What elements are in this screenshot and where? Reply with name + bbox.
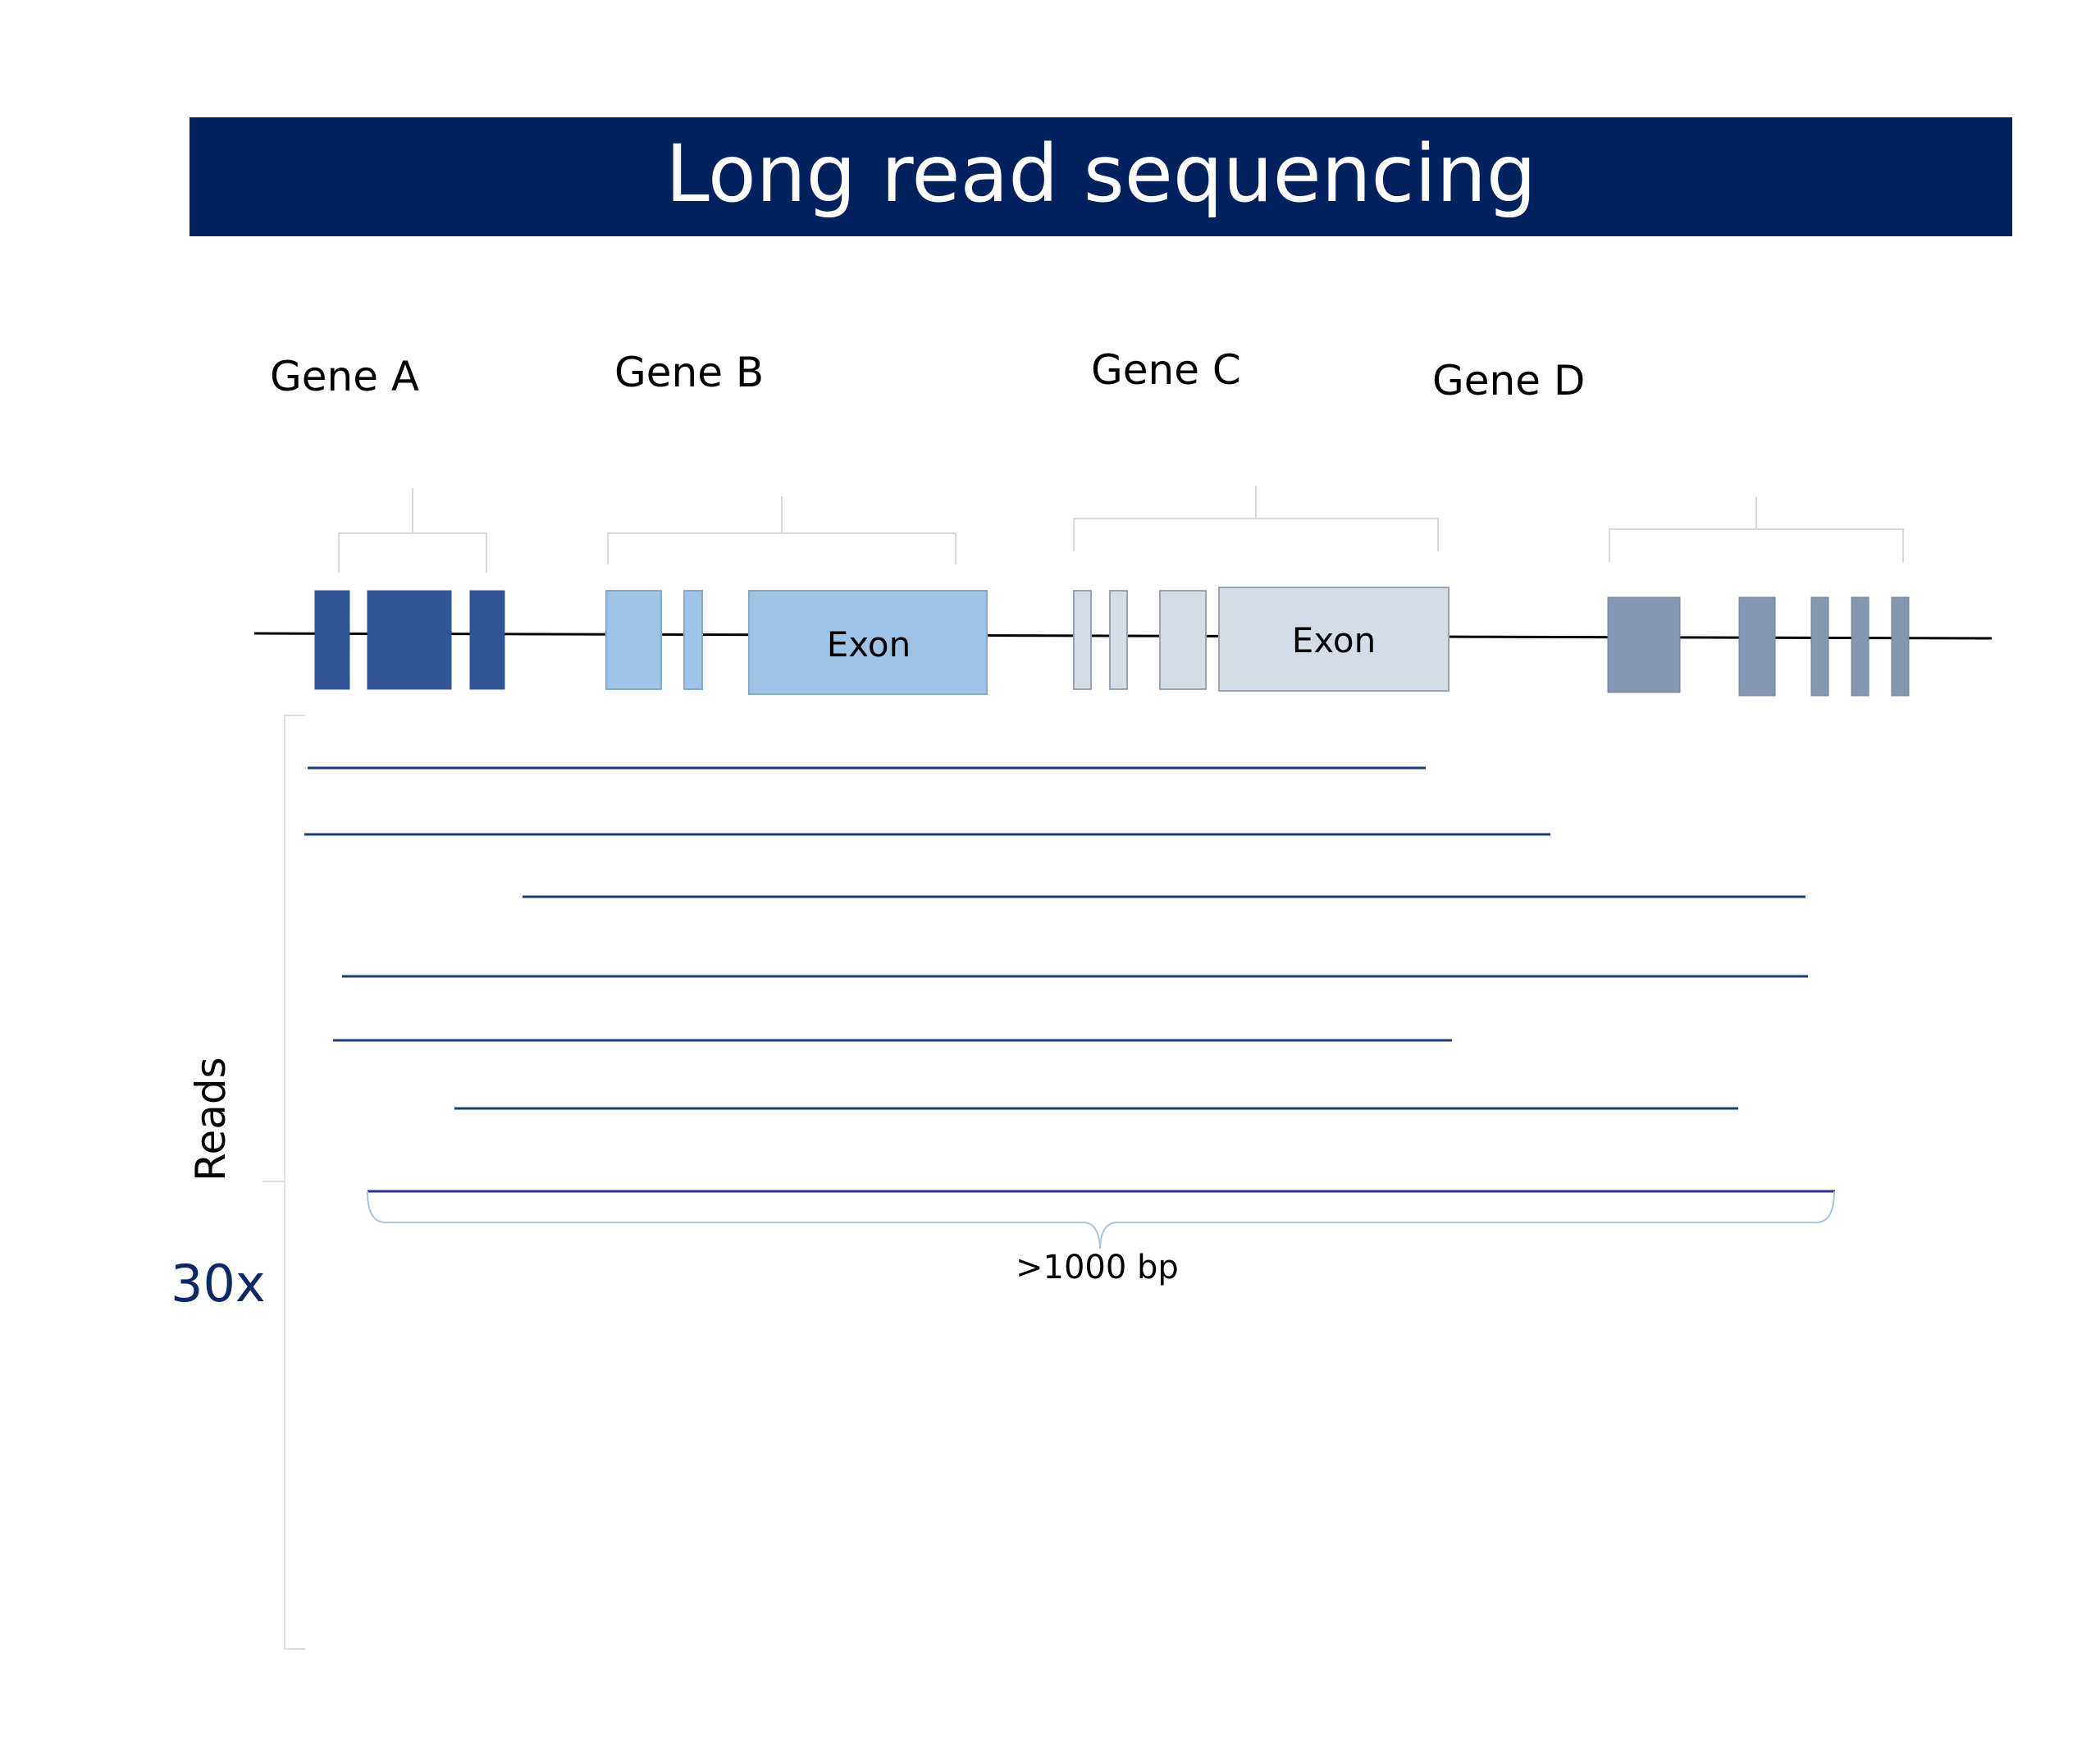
gene-d-exons bbox=[1607, 596, 1910, 697]
exon-c2 bbox=[1109, 590, 1128, 690]
exon-d2 bbox=[1738, 596, 1776, 697]
gene-a-bracket bbox=[338, 488, 487, 573]
exon-a3 bbox=[469, 590, 505, 690]
exon-label-c: Exon bbox=[1292, 620, 1376, 660]
exon-label-b: Exon bbox=[827, 624, 911, 665]
reads bbox=[304, 766, 1835, 1193]
gene-c-label: Gene C bbox=[1091, 346, 1241, 394]
gene-a-label: Gene A bbox=[270, 353, 420, 400]
gene-b-exons bbox=[605, 590, 988, 695]
coverage-label: 30x bbox=[171, 1254, 266, 1314]
exon-c1 bbox=[1073, 590, 1092, 690]
exon-c4 bbox=[1218, 587, 1449, 692]
exon-a1 bbox=[314, 590, 350, 690]
gene-b-bracket bbox=[607, 496, 956, 564]
gene-c-bracket bbox=[1073, 486, 1439, 551]
page-title: Long read sequencing bbox=[665, 127, 1536, 220]
exon-b3 bbox=[748, 590, 988, 695]
exon-d5 bbox=[1891, 596, 1910, 697]
span-brace bbox=[367, 1190, 1835, 1250]
exon-d4 bbox=[1851, 596, 1869, 697]
exon-b2 bbox=[683, 590, 703, 690]
gene-c-exons bbox=[1073, 587, 1449, 692]
title-bar: Long read sequencing bbox=[189, 117, 2012, 236]
exon-b1 bbox=[605, 590, 662, 690]
exon-d1 bbox=[1607, 596, 1681, 693]
exon-a2 bbox=[367, 590, 452, 690]
gene-d-label: Gene D bbox=[1432, 357, 1586, 404]
gene-a-exons bbox=[314, 590, 505, 690]
gene-d-bracket bbox=[1609, 496, 1904, 562]
gene-brackets bbox=[338, 486, 1904, 573]
gene-b-label: Gene B bbox=[614, 349, 765, 396]
exon-d3 bbox=[1810, 596, 1829, 697]
span-length-label: >1000 bp bbox=[1016, 1249, 1179, 1286]
reads-axis-bracket bbox=[262, 715, 305, 1650]
exon-c3 bbox=[1159, 590, 1207, 690]
reads-axis-label: Reads bbox=[187, 1057, 235, 1181]
